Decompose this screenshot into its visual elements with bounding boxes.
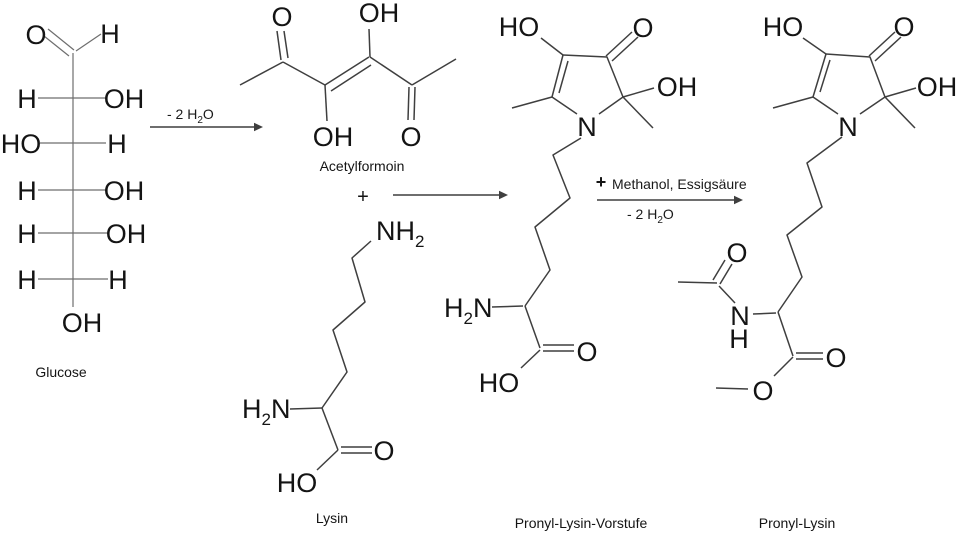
pronyl-ester-o-label: O — [752, 376, 773, 406]
glucose-c4-h-label: H — [17, 176, 37, 206]
glucose-bonds — [38, 28, 108, 307]
glucose-c6-h-right-label: H — [108, 265, 128, 295]
molecule-lysin: NH2 H2N O HO Lysin — [242, 216, 424, 526]
lysin-caption: Lysin — [316, 510, 348, 526]
acetylformoin-keto-o-right-label: O — [400, 122, 421, 152]
pronyl-ring-n-label: N — [838, 112, 858, 142]
glucose-c4-oh-label: OH — [104, 176, 145, 206]
vorstufe-h2n-label: H2N — [444, 293, 492, 328]
pronyl-amide-h-label: H — [729, 324, 749, 354]
glucose-c6-h-left-label: H — [17, 265, 37, 295]
acetylformoin-bonds — [239, 28, 457, 122]
acetylformoin-caption: Acetylformoin — [320, 158, 405, 174]
pronyl-lysin-bonds — [677, 31, 917, 390]
acetylformoin-keto-o-left-label: O — [271, 2, 292, 32]
vorstufe-carboxyl-o-label: O — [576, 337, 597, 367]
plus-sign-2: + — [596, 172, 607, 192]
arrow-2-head — [499, 190, 508, 200]
vorstufe-ring-oh-label: OH — [657, 72, 698, 102]
arrow-1-head — [254, 122, 263, 132]
vorstufe-ring-n-label: N — [577, 112, 597, 142]
plus-sign-1: + — [357, 186, 369, 208]
arrow-1-water-loss-label: - 2 H2O — [167, 106, 214, 126]
pronyl-ring-ho-label: HO — [763, 12, 804, 42]
pronyl-lysin-caption: Pronyl-Lysin — [759, 515, 836, 531]
vorstufe-ring-o-label: O — [632, 13, 653, 43]
lysin-carboxyl-o-label: O — [373, 436, 394, 466]
glucose-aldehyde-h-label: H — [100, 19, 120, 49]
reaction-arrow-1: - 2 H2O — [150, 106, 263, 132]
arrow-3-water-loss-label: - 2 H2O — [627, 206, 674, 226]
acetylformoin-enol-oh-bottom-label: OH — [313, 122, 354, 152]
pronyl-ester-carbonyl-o-label: O — [825, 343, 846, 373]
arrow-3-head — [734, 195, 743, 205]
glucose-c3-ho-label: HO — [1, 129, 42, 159]
vorstufe-ring-ho-label: HO — [499, 12, 540, 42]
glucose-caption: Glucose — [35, 364, 87, 380]
glucose-c2-h-label: H — [17, 84, 37, 114]
molecule-glucose: O H H OH HO H H OH H OH H H OH Glucose — [1, 19, 147, 380]
acetylformoin-enol-oh-top-label: OH — [359, 0, 400, 28]
vorstufe-bonds — [491, 31, 655, 369]
reaction-arrow-2: + — [357, 186, 508, 208]
molecule-pronyl-lysin: HO O OH N O N H O O Pronyl-Lysin — [677, 12, 958, 531]
lysin-carboxyl-ho-label: HO — [277, 468, 318, 498]
glucose-c2-oh-label: OH — [104, 84, 145, 114]
glucose-aldehyde-o-label: O — [25, 20, 46, 50]
arrow-3-reagent-label: Methanol, Essigsäure — [612, 176, 747, 192]
molecule-acetylformoin: O OH OH O Acetylformoin — [239, 0, 457, 174]
glucose-c5-h-label: H — [17, 219, 37, 249]
pronyl-ring-oh-label: OH — [917, 72, 958, 102]
vorstufe-carboxyl-ho-label: HO — [479, 368, 520, 398]
lysin-h2n-label: H2N — [242, 394, 290, 429]
lysin-nh2-label: NH2 — [376, 216, 424, 251]
glucose-c6-oh-label: OH — [62, 308, 103, 338]
vorstufe-caption: Pronyl-Lysin-Vorstufe — [515, 515, 648, 531]
glucose-c3-h-label: H — [107, 129, 127, 159]
reaction-arrow-3: + Methanol, Essigsäure - 2 H2O — [596, 172, 747, 226]
pronyl-amide-n-label: N — [730, 301, 750, 331]
glucose-c5-oh-label: OH — [106, 219, 147, 249]
molecule-pronyl-lysin-vorstufe: HO O OH N H2N O HO Pronyl-Lysin-Vorstufe — [444, 12, 697, 531]
lysin-bonds — [289, 240, 372, 471]
pronyl-amide-o-label: O — [726, 238, 747, 268]
pronyl-ring-o-label: O — [893, 12, 914, 42]
